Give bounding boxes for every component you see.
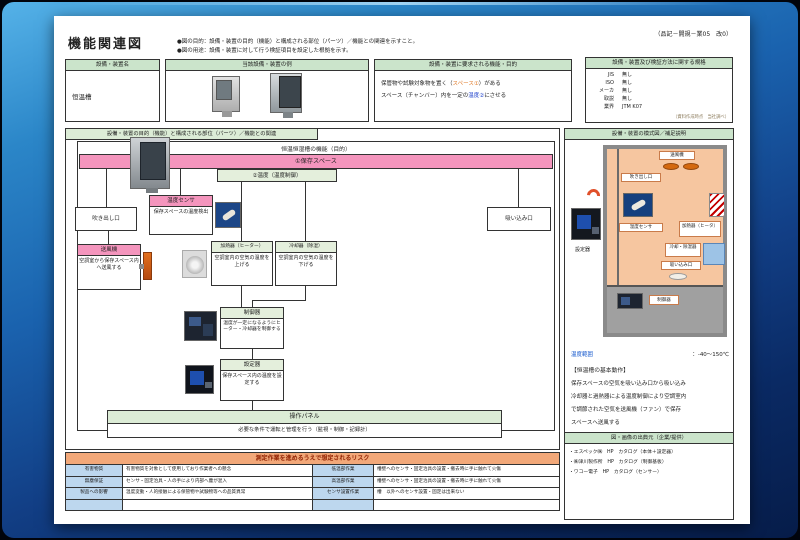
standards-row: 取説 無し: [603, 96, 633, 102]
risk-row: 無塵保証 センサ・固定治具・人の手により内部へ塵が混入 高温部作業 槽壁へのセン…: [66, 476, 559, 488]
basic-operation-block: 【恒温槽の基本動作】 保存スペースの空気を吸い込み口から吸い込み 冷却器と過熱器…: [571, 365, 731, 430]
sensor-schematic-label: 温度センサ: [619, 223, 663, 232]
cooler-schematic-label: 冷却・除湿器: [665, 243, 701, 257]
connector-line: [180, 169, 181, 195]
setter-display-photo: [185, 365, 214, 394]
storage-space-bar: ①保存スペース: [79, 154, 553, 169]
connector-line: [252, 300, 253, 307]
temperature-sensor-photo: [215, 202, 241, 228]
heater-box: 加熱器（ヒーター） 空調室内の空気の温度を上げる: [211, 241, 273, 286]
risk-row: 有害物質 有害物質を対象として使用しており作業者への懸念 低温部作業 槽壁へのセ…: [66, 465, 559, 477]
connector-line: [106, 169, 107, 207]
temp-range-value: ：-40～150℃: [692, 352, 729, 358]
equipment-name-value: 恒温槽: [72, 93, 92, 101]
equipment-name-header: 設備・装置名: [66, 60, 159, 71]
blower-box: 送風機 空調室から保存スペース内へ送風する: [77, 244, 141, 290]
chamber-photo-diagram: [130, 137, 170, 193]
setter-photo-schematic: [571, 208, 601, 240]
required-function-box: 設備・装置に要求される機能・目的 保管物や試験対象物を置く（スペース①）がある …: [374, 59, 572, 122]
connector-line: [108, 231, 109, 244]
standards-header: 設備・装置及び検証方法に関する規格: [586, 58, 732, 69]
equipment-example-box: 当該設備・装置の例: [165, 59, 369, 122]
setter-schematic-label: 設定器: [575, 247, 591, 253]
schematic-area: 設定器 送風機 吹き出し口 温度センサ 加熱器（ヒータ） 冷却・除湿器 吸い込み…: [565, 141, 735, 341]
standards-note: （資料作成時点 当社調べ）: [673, 115, 729, 120]
function-title: 恒温恒湿槽の機能（目的）: [281, 147, 351, 153]
fan-oval-icon: [669, 273, 687, 280]
risk-header: 測定作業を進めるうえで想定されるリスク: [65, 452, 560, 464]
temp-control-box: ②温度（温度制御）: [217, 169, 337, 182]
usage-line: ●図の用途：設備・装置に対して行う検証項目を設定した根拠を示す。: [177, 48, 352, 54]
heater-coil-icon: [709, 193, 725, 217]
risk-row: 製品への影響 温度変動・人的接触による保管物や試験物等への品質異常 センサ設置作…: [66, 488, 559, 500]
source-item: ・エスペック㈱ HP カタログ（本体＋設定器）: [569, 450, 676, 455]
purpose-line: ●図の目的：設備・装置の目的（機能）と構成される部位（パーツ）／機能との関連を示…: [177, 39, 419, 45]
standards-row: メーカ 無し: [598, 88, 633, 94]
required-line-1: 保管物や試験対象物を置く（スペース①）がある: [381, 81, 501, 87]
space-highlight: スペース①: [452, 81, 479, 87]
temp-range-row: 温度範囲 ：-40～150℃: [571, 350, 729, 358]
risk-table: 有害物質 有害物質を対象として使用しており作業者への懸念 低温部作業 槽壁へのセ…: [65, 464, 560, 511]
required-line-2: スペース（チャンバー）内を一定の温度②にさせる: [381, 93, 507, 99]
temp-range-label: 温度範囲: [571, 352, 594, 358]
sidebar-header: 設備・装置の模式図／補足説明: [565, 129, 733, 140]
standards-box: 設備・装置及び検証方法に関する規格 JIS 無し ISO 無し メーカ 無し 取…: [585, 57, 733, 123]
machine-base: 制御器: [607, 287, 723, 333]
doc-number: （品記－開規－業05 改0）: [654, 31, 732, 38]
fan-icon: [663, 163, 679, 170]
circuit-photo-schematic: [617, 293, 643, 309]
connector-line: [252, 401, 253, 410]
blower-schematic-label: 送風機: [659, 151, 695, 160]
connector-line: [518, 169, 519, 207]
temp-sensor-box: 温度センサ 保存スペースの温度検出: [149, 195, 213, 235]
chamber-schematic: 送風機 吹き出し口 温度センサ 加熱器（ヒータ） 冷却・除湿器 吸い込み口: [603, 145, 727, 337]
fan-icon: [683, 163, 699, 170]
equipment-example-header: 当該設備・装置の例: [166, 60, 368, 71]
connector-line: [241, 286, 242, 307]
connector-line: [241, 182, 242, 241]
chamber-photo-large: [270, 73, 302, 118]
diagram-section-header: 設備・装置の目的（機能）と構成される部位（パーツ）／機能との関連: [66, 129, 318, 140]
required-function-header: 設備・装置に要求される機能・目的: [375, 60, 571, 71]
heater-schematic-label: 加熱器（ヒータ）: [679, 221, 721, 237]
outlet-box: 吹き出し口: [75, 207, 137, 231]
connector-line: [252, 349, 253, 359]
controller-box: 制御器 温度が一定になるようにヒーター・冷却器を制御する: [220, 307, 284, 349]
inlet-schematic-label: 吸い込み口: [661, 261, 701, 270]
airflow-arrow-icon: [584, 186, 603, 205]
connector-line: [305, 286, 306, 300]
sensor-photo-schematic: [623, 193, 653, 217]
standards-row: ISO 無し: [605, 80, 633, 86]
basic-operation-title: 【恒温槽の基本動作】: [571, 368, 629, 374]
outlet-schematic-label: 吹き出し口: [621, 173, 661, 182]
chamber-photo-small: [212, 76, 240, 117]
sources-header: 図・画像の出典元（企業/提供）: [565, 432, 733, 444]
cooler-unit-icon: [703, 243, 725, 265]
connector-line: [252, 300, 306, 301]
source-item: ・㈱津川製作所 HP カタログ（制御基板）: [569, 460, 667, 465]
operation-panel-box: 操作パネル 必要な条件で運転と管理を行う（監視・制御・記録計）: [107, 410, 502, 438]
sidebar: 設備・装置の模式図／補足説明 設定器 送風機 吹き出し口 温度センサ 加熱器: [564, 128, 734, 520]
equipment-name-box: 設備・装置名 恒温槽: [65, 59, 160, 122]
standards-row: 業界 JTM K07: [603, 104, 643, 110]
risk-row: [66, 499, 559, 511]
standards-row: JIS 無し: [607, 72, 633, 78]
inlet-box: 吸い込み口: [487, 207, 551, 231]
setter-box: 設定器 保存スペース内の温度を設定する: [220, 359, 284, 401]
controller-schematic-label: 制御器: [649, 295, 679, 305]
fan-photo: [182, 250, 207, 278]
divider: [607, 285, 723, 287]
inner-wall: [617, 149, 619, 285]
fan-valve-icon: [139, 252, 152, 280]
temperature-highlight: 温度②: [468, 93, 485, 99]
document-page: 機能関連図 ●図の目的：設備・装置の目的（機能）と構成される部位（パーツ）／機能…: [54, 16, 750, 524]
circuit-board-photo: [184, 311, 217, 341]
sources-list: ・エスペック㈱ HP カタログ（本体＋設定器） ・㈱津川製作所 HP カタログ（…: [569, 448, 731, 478]
cooler-box: 冷却器（除湿） 空調室内の空気の温度を下げる: [275, 241, 337, 286]
source-item: ・ワコー電子 HP カタログ（センサー）: [569, 470, 662, 475]
page-title: 機能関連図: [68, 37, 144, 52]
connector-line: [305, 182, 306, 241]
